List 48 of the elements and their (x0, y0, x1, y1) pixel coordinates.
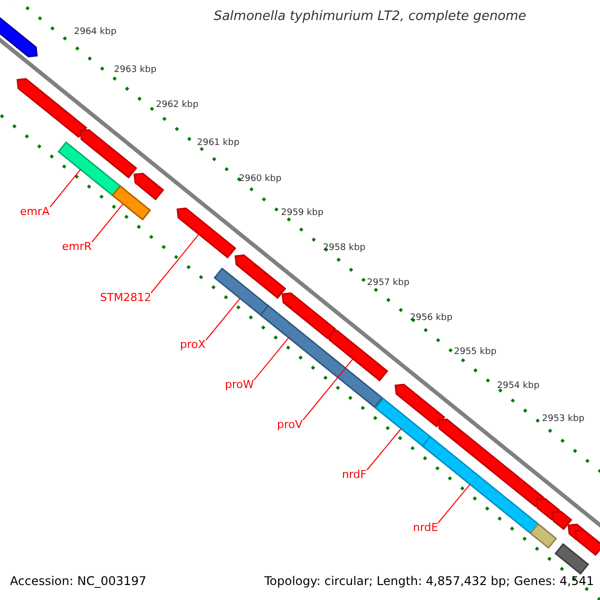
scale-label: 2964 kbp (74, 27, 116, 37)
leader-line (254, 337, 290, 380)
gene-feature (394, 384, 446, 428)
gene-bar (260, 304, 384, 408)
gene-feature (176, 208, 236, 259)
leader-line (50, 168, 82, 208)
gene-feature (282, 292, 336, 340)
gene-feature (574, 529, 600, 556)
gene-feature (16, 78, 88, 138)
gene-label: STM2812 (100, 291, 152, 304)
leader-line (438, 484, 471, 524)
scale-label: 2960 kbp (239, 174, 282, 184)
diagram-title: Salmonella typhimurium LT2, complete genome (212, 9, 528, 24)
gene-feature (552, 510, 572, 530)
scale-label: 2961 kbp (197, 138, 240, 148)
gene-bar (374, 398, 434, 449)
scale-label: 2959 kbp (281, 208, 324, 218)
leader-line (206, 298, 241, 340)
leader-line (92, 203, 124, 242)
gene-feature (134, 172, 164, 200)
scale-label: 2954 kbp (497, 381, 540, 391)
gene-label: proW (225, 378, 254, 391)
gene-label: emrR (62, 240, 92, 253)
gene-feature (328, 330, 388, 382)
gene-label: proV (277, 418, 303, 431)
gene-label: proX (180, 338, 206, 351)
scale-label: 2955 kbp (454, 347, 496, 357)
scale-label: 2962 kbp (156, 100, 198, 110)
scale-label: 2963 kbp (114, 65, 156, 75)
leader-line (366, 428, 402, 470)
accession-text: Accession: NC_003197 (10, 574, 146, 588)
gene-label: nrdE (413, 521, 438, 534)
gene-label: emrA (20, 205, 50, 218)
scale-label: 2953 kbp (542, 414, 584, 424)
gene-bar (111, 184, 152, 221)
scale-label: 2957 kbp (367, 278, 410, 288)
leader-line (150, 234, 200, 294)
leader-line (302, 358, 354, 420)
gene-feature (234, 254, 286, 299)
gene-feature (536, 498, 560, 520)
gene-label: nrdF (342, 468, 367, 481)
gene-bar (529, 522, 558, 549)
scale-label: 2956 kbp (410, 313, 452, 323)
gene-feature (438, 418, 544, 508)
gene-feature (80, 129, 138, 179)
genome-info-text: Topology: circular; Length: 4,857,432 bp; Genes: 4,541 (264, 574, 594, 588)
scale-label: 2958 kbp (323, 243, 366, 253)
gene-bar (554, 543, 590, 575)
